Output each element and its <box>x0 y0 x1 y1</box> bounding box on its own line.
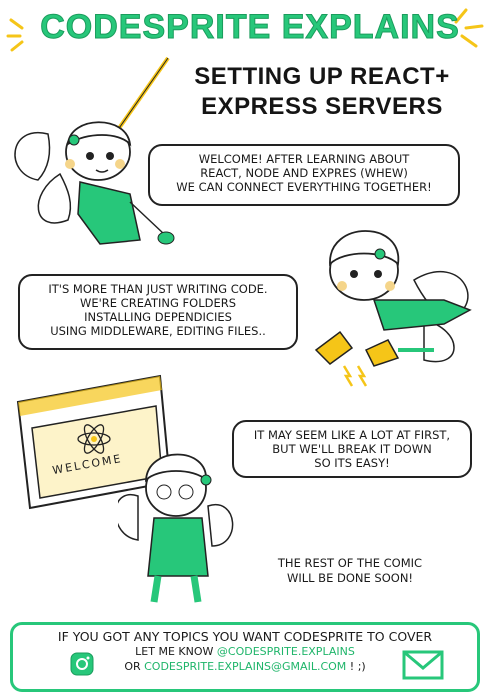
footer-or: OR <box>124 660 141 673</box>
bubble-2-line-4: USING MIDDLEWARE, EDITING FILES.. <box>50 324 266 338</box>
bubble-2-line-3: INSTALLING DEPENDICIES <box>84 310 232 324</box>
footer-line-3: OR CODESPRITE.EXPLAINS@GMAIL.COM ! ;) <box>13 659 477 674</box>
bubble-3-line-2: BUT WE'LL BREAK IT DOWN <box>272 442 432 456</box>
plug-spark-icon <box>342 365 368 387</box>
footer-wink: ! ;) <box>349 660 366 673</box>
sprite-character-with-plugs <box>314 230 472 367</box>
bubble-1-line-2: REACT, NODE AND EXPRES (WHEW) <box>200 166 408 180</box>
bubble-3-line-3: SO ITS EASY! <box>314 456 390 470</box>
sparkle-icon <box>6 18 24 52</box>
footer-line-2: LET ME KNOW @CODESPRITE.EXPLAINS <box>13 644 477 659</box>
react-atom-icon <box>77 424 111 454</box>
rest-of-comic-note: THE REST OF THE COMIC WILL BE DONE SOON! <box>250 556 450 586</box>
speech-bubble-break-it-down: IT MAY SEEM LIKE A LOT AT FIRST, BUT WE'… <box>232 420 472 478</box>
bubble-1-line-1: WELCOME! AFTER LEARNING ABOUT <box>198 152 410 166</box>
sprite-character-waving <box>118 453 234 603</box>
envelope-icon[interactable] <box>402 650 444 680</box>
bubble-3-line-1: IT MAY SEEM LIKE A LOT AT FIRST, <box>253 428 451 442</box>
page-title: CODESPRITE EXPLAINS <box>40 8 460 47</box>
bubble-2-line-2: WE'RE CREATING FOLDERS <box>79 296 237 310</box>
sparkle-icon <box>454 8 484 48</box>
subtitle-line-1: SETTING UP REACT+ <box>194 63 450 90</box>
rest-note-line-1: THE REST OF THE COMIC <box>277 556 423 570</box>
sprite-character-flying <box>14 56 175 245</box>
email-link[interactable]: CODESPRITE.EXPLAINS@GMAIL.COM <box>144 660 347 673</box>
footer-let-me-know: LET ME KNOW <box>135 645 214 658</box>
bubble-1-line-3: WE CAN CONNECT EVERYTHING TOGETHER! <box>176 180 432 194</box>
bubble-2-line-1: IT'S MORE THAN JUST WRITING CODE. <box>48 282 268 296</box>
instagram-handle-link[interactable]: @CODESPRITE.EXPLAINS <box>216 645 355 658</box>
rest-note-line-2: WILL BE DONE SOON! <box>286 571 414 585</box>
footer-line-1: IF YOU GOT ANY TOPICS YOU WANT CODESPRIT… <box>57 629 433 644</box>
footer-contact-box: IF YOU GOT ANY TOPICS YOU WANT CODESPRIT… <box>10 622 480 692</box>
speech-bubble-welcome: WELCOME! AFTER LEARNING ABOUT REACT, NOD… <box>148 144 460 206</box>
speech-bubble-more-than-code: IT'S MORE THAN JUST WRITING CODE. WE'RE … <box>18 274 298 350</box>
page-subtitle: SETTING UP REACT+ EXPRESS SERVERS <box>172 62 472 122</box>
subtitle-line-2: EXPRESS SERVERS <box>201 93 443 120</box>
instagram-icon[interactable] <box>70 652 94 676</box>
